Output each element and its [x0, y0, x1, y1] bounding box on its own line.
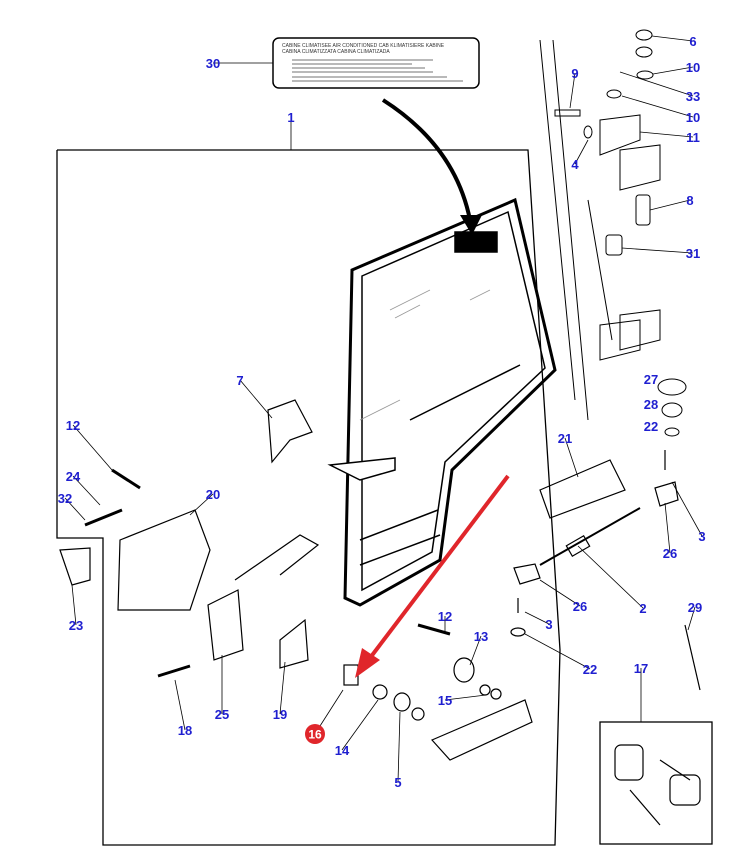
leader-line — [539, 579, 581, 607]
leader-line — [569, 72, 576, 109]
decal-placement-arrow — [381, 98, 472, 221]
cab-door — [327, 197, 557, 607]
callout-13[interactable]: 13 — [474, 629, 488, 644]
callout-21[interactable]: 21 — [558, 431, 572, 446]
key-kit — [614, 624, 701, 826]
callout-19[interactable]: 19 — [273, 707, 287, 722]
callout-10[interactable]: 10 — [686, 110, 700, 125]
callout-17[interactable]: 17 — [634, 661, 648, 676]
callout-29[interactable]: 29 — [688, 600, 702, 615]
callout-22[interactable]: 22 — [583, 662, 597, 677]
callout-5[interactable]: 5 — [394, 775, 401, 790]
callout-24[interactable]: 24 — [66, 469, 81, 484]
leader-line — [524, 633, 591, 670]
leader-line — [619, 71, 694, 97]
leader-line — [524, 611, 550, 625]
leader-line — [444, 694, 487, 701]
callout-11[interactable]: 11 — [686, 130, 700, 145]
leader-line — [664, 502, 671, 554]
gas-strut — [510, 450, 679, 637]
callout-10[interactable]: 10 — [686, 60, 700, 75]
leader-line — [174, 679, 186, 731]
leader-line — [341, 699, 379, 751]
callout-15[interactable]: 15 — [438, 693, 452, 708]
callout-30[interactable]: 30 — [206, 56, 220, 71]
callout-32[interactable]: 32 — [58, 491, 72, 506]
callout-3[interactable]: 3 — [698, 529, 705, 544]
latch-and-handle — [59, 399, 533, 761]
callout-20[interactable]: 20 — [206, 487, 220, 502]
callout-1[interactable]: 1 — [287, 110, 294, 125]
callout-22[interactable]: 22 — [644, 419, 658, 434]
callout-7[interactable]: 7 — [236, 373, 243, 388]
leader-line — [577, 545, 644, 609]
callout-26[interactable]: 26 — [573, 599, 587, 614]
leader-line — [64, 497, 86, 521]
callout-18[interactable]: 18 — [178, 723, 192, 738]
leader-line — [651, 35, 694, 42]
svg-text:CABINE CLIMATISEE AIR CONDIT: CABINE CLIMATISEE AIR CONDITIONED CAB KL… — [282, 43, 445, 49]
highlight-arrow — [368, 474, 510, 660]
leader-line — [72, 475, 101, 506]
leader-line — [639, 131, 694, 138]
leader-line — [469, 635, 482, 666]
svg-text:CABINA CLIMATIZZATA CABINA C: CABINA CLIMATIZZATA CABINA CLIMATIZADA — [282, 49, 390, 55]
leader-line — [649, 199, 691, 211]
callout-23[interactable]: 23 — [69, 618, 83, 633]
key-kit-frame — [599, 721, 713, 845]
callout-31[interactable]: 31 — [686, 246, 700, 261]
callout-9[interactable]: 9 — [571, 66, 578, 81]
leader-line — [671, 481, 703, 537]
leader-line — [72, 424, 113, 471]
leader-line — [621, 95, 694, 118]
callout-4[interactable]: 4 — [571, 157, 579, 172]
callout-12[interactable]: 12 — [438, 609, 452, 624]
leader-line — [564, 437, 579, 478]
leader-line — [189, 493, 214, 516]
leader-line — [397, 711, 401, 783]
decal-label: CABINE CLIMATISEE AIR CONDITIONED CAB KL… — [272, 37, 480, 89]
leader-line — [621, 247, 694, 254]
callout-14[interactable]: 14 — [335, 743, 350, 758]
callout-3[interactable]: 3 — [545, 617, 552, 632]
callout-2[interactable]: 2 — [639, 601, 646, 616]
callout-33[interactable]: 33 — [686, 89, 700, 104]
leader-line — [687, 606, 696, 631]
leader-line — [71, 584, 77, 626]
hinge-post — [539, 29, 687, 437]
callout-26[interactable]: 26 — [663, 546, 677, 561]
leader-line — [279, 661, 286, 715]
callout-16[interactable]: 16 — [308, 728, 322, 742]
leader-line — [574, 139, 589, 165]
callout-25[interactable]: 25 — [215, 707, 229, 722]
leader-line — [239, 379, 273, 419]
leader-line — [652, 66, 694, 75]
callout-6[interactable]: 6 — [689, 34, 696, 49]
callout-27[interactable]: 27 — [644, 372, 658, 387]
callout-28[interactable]: 28 — [644, 397, 658, 412]
assembly-frame — [56, 149, 561, 846]
callout-8[interactable]: 8 — [686, 193, 693, 208]
highlight-callout[interactable]: 16 — [305, 689, 344, 744]
callout-12[interactable]: 12 — [66, 418, 80, 433]
